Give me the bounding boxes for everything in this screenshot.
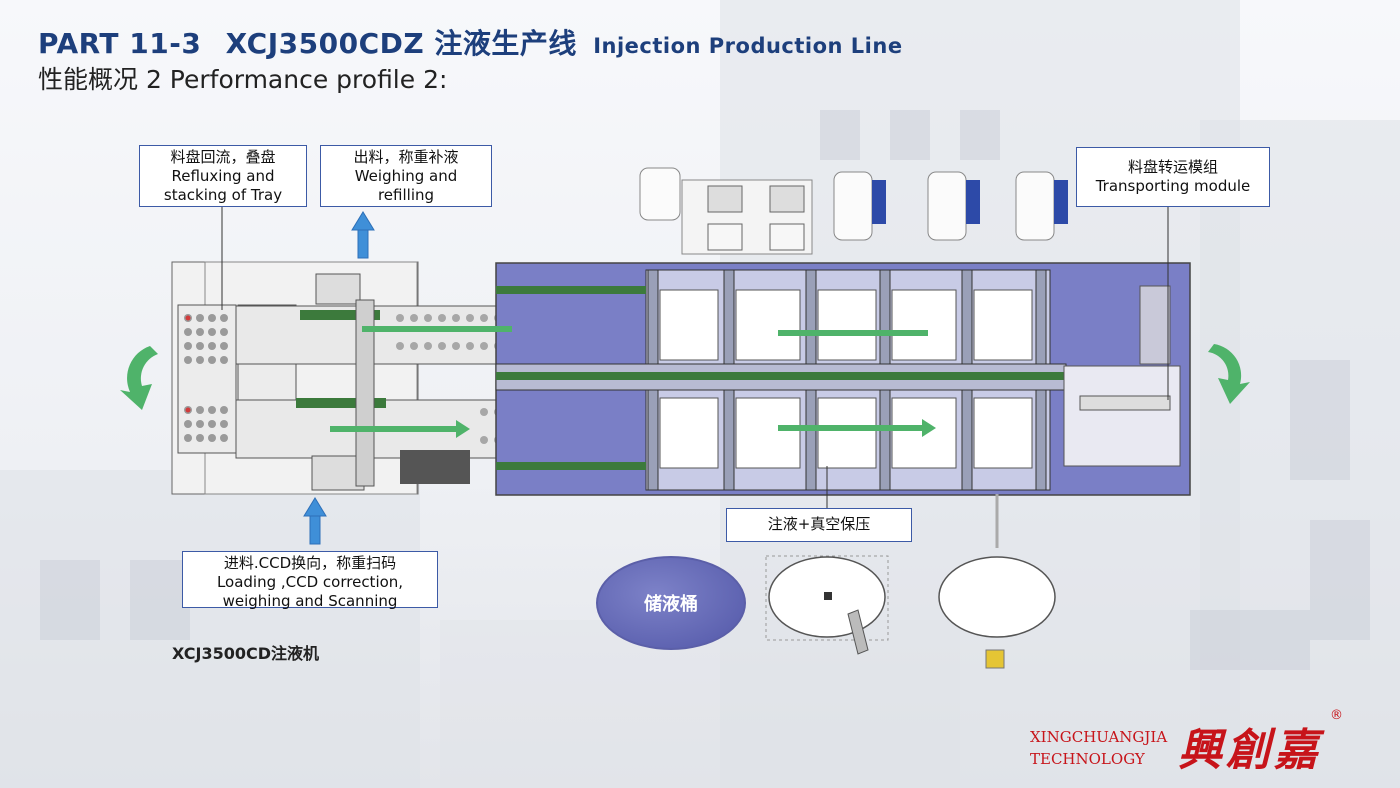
company-logo: XINGCHUANGJIA TECHNOLOGY 興創嘉 ® — [1030, 708, 1372, 776]
callout-feeding-zh: 进料.CCD换向，称重扫码 — [223, 554, 397, 572]
callout-reflux-en1: Refluxing and — [171, 167, 275, 185]
callout-injection-vacuum: 注液+真空保压 — [726, 508, 912, 542]
callout-transport-en: Transporting module — [1095, 177, 1251, 195]
callout-loading-ccd: 进料.CCD换向，称重扫码 Loading ,CCD correction, w… — [182, 551, 438, 610]
machine-model-label: XCJ3500CD注液机 — [172, 644, 320, 663]
logo-en-line1: XINGCHUANGJIA — [1030, 728, 1168, 746]
callout-feeding-en1: Loading ,CCD correction, — [216, 573, 404, 591]
callout-leaders — [221, 207, 1169, 508]
logo-text-en: XINGCHUANGJIA TECHNOLOGY — [1030, 726, 1167, 770]
part-number: PART 11-3 — [38, 27, 202, 60]
top-components — [639, 167, 1068, 255]
title-subtitle: Injection Production Line — [593, 34, 903, 58]
callout-discharge-zh: 出料，称重补液 — [353, 148, 459, 166]
logo-en-line2: TECHNOLOGY — [1030, 750, 1145, 768]
callout-inject-zh: 注液+真空保压 — [767, 515, 871, 533]
model-title: XCJ3500CDZ 注液生产线 — [225, 27, 577, 60]
page-subtitle: 性能概况 2 Performance profile 2: — [38, 65, 448, 94]
registered-mark: ® — [1330, 708, 1343, 723]
callout-weighing-refilling: 出料，称重补液 Weighing and refilling — [320, 145, 492, 207]
callout-discharge-en1: Weighing and — [354, 167, 458, 185]
page-title: PART 11-3 XCJ3500CDZ 注液生产线 Injection Pro… — [38, 22, 903, 62]
callout-reflux-en2: stacking of Tray — [163, 186, 283, 204]
injection-main-panel — [495, 262, 1191, 496]
tank-drawings — [765, 494, 1056, 669]
callout-transport-zh: 料盘转运模组 — [1127, 158, 1218, 176]
blue-flow-arrows — [303, 211, 375, 545]
storage-tank-label: 储液桶 — [596, 556, 746, 650]
callout-discharge-en2: refilling — [377, 186, 435, 204]
callout-feeding-en2: weighing and Scanning — [222, 592, 398, 610]
logo-text-zh: 興創嘉 — [1178, 725, 1322, 776]
callout-transporting-module: 料盘转运模组 Transporting module — [1076, 147, 1270, 207]
green-flow-arrows — [120, 326, 1250, 438]
callout-reflux-stacking: 料盘回流，叠盘 Refluxing and stacking of Tray — [139, 145, 307, 207]
callout-reflux-zh: 料盘回流，叠盘 — [170, 148, 276, 166]
